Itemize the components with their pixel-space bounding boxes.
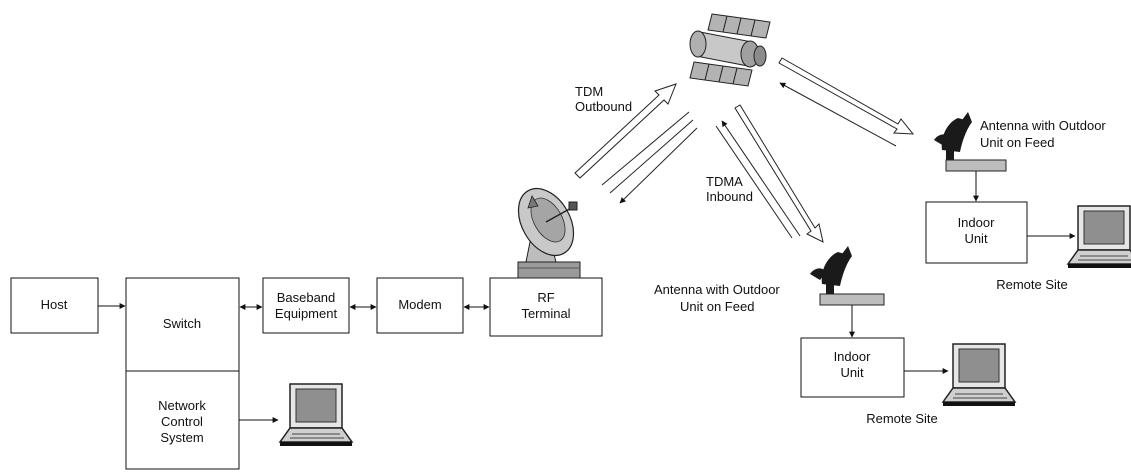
- remote-a-laptop-icon: [1067, 205, 1131, 269]
- switch-label: Switch: [163, 316, 201, 331]
- remote-b-antenna-label-line2: Unit on Feed: [680, 299, 754, 314]
- remote-b-antenna-label-line1: Antenna with Outdoor: [654, 282, 780, 297]
- modem-label: Modem: [398, 297, 441, 312]
- remote-a-antenna-label-line2: Unit on Feed: [980, 135, 1054, 150]
- satellite-icon: [689, 13, 771, 87]
- remote-a-indoor-label-line1: Indoor: [958, 215, 996, 230]
- remote-b-site-label: Remote Site: [866, 411, 938, 426]
- remote-b-laptop-icon: [942, 343, 1016, 407]
- remote-b-uplink-line-1: [721, 120, 801, 237]
- tdm-outbound-label-line1: TDM: [575, 84, 603, 99]
- remote-b-downlink-arrow: [734, 104, 824, 243]
- baseband-label-line1: Baseband: [277, 290, 336, 305]
- switch-box: Switch: [125, 277, 240, 372]
- remote-b-indoor-unit-box: Indoor Unit: [800, 337, 905, 398]
- baseband-equipment-box: Baseband Equipment: [262, 277, 350, 334]
- host-box: Host: [10, 277, 99, 334]
- ncs-label-line2: Control: [161, 414, 203, 429]
- tdma-inbound-label-line2: Inbound: [706, 189, 753, 204]
- remote-a-downlink-arrow: [778, 57, 915, 135]
- hub-dish-antenna-icon: [517, 187, 581, 279]
- baseband-label-line2: Equipment: [275, 306, 338, 321]
- remote-a-indoor-label-line2: Unit: [964, 231, 988, 246]
- remote-b-indoor-label-line1: Indoor: [834, 349, 872, 364]
- remote-a-antenna-label-line1: Antenna with Outdoor: [980, 118, 1106, 133]
- remote-a-antenna-icon: [934, 112, 1007, 172]
- remote-a-site-label: Remote Site: [996, 277, 1068, 292]
- inbound-hub-line-3: [619, 127, 698, 204]
- ncs-label-line1: Network: [158, 398, 206, 413]
- rf-terminal-label-line2: Terminal: [521, 306, 570, 321]
- tdm-outbound-label-line2: Outbound: [575, 99, 632, 114]
- remote-a-uplink-line: [779, 82, 897, 147]
- ncs-label-line3: System: [160, 430, 203, 445]
- modem-box: Modem: [376, 277, 464, 334]
- host-label: Host: [41, 297, 68, 312]
- remote-b-indoor-label-line2: Unit: [840, 365, 864, 380]
- remote-b-uplink-line-2: [715, 125, 793, 239]
- tdma-inbound-label-line1: TDMA: [706, 174, 743, 189]
- remote-b-antenna-icon: [810, 246, 885, 306]
- network-control-system-box: Network Control System: [125, 370, 240, 470]
- tdm-outbound-arrow: [574, 83, 677, 179]
- rf-terminal-box: RF Terminal: [489, 277, 603, 337]
- hub-laptop-icon: [279, 383, 353, 447]
- rf-terminal-label-line1: RF: [537, 290, 554, 305]
- inbound-hub-line-2: [609, 119, 694, 194]
- inbound-hub-line-1: [601, 111, 690, 186]
- remote-a-indoor-unit-box: Indoor Unit: [925, 201, 1028, 264]
